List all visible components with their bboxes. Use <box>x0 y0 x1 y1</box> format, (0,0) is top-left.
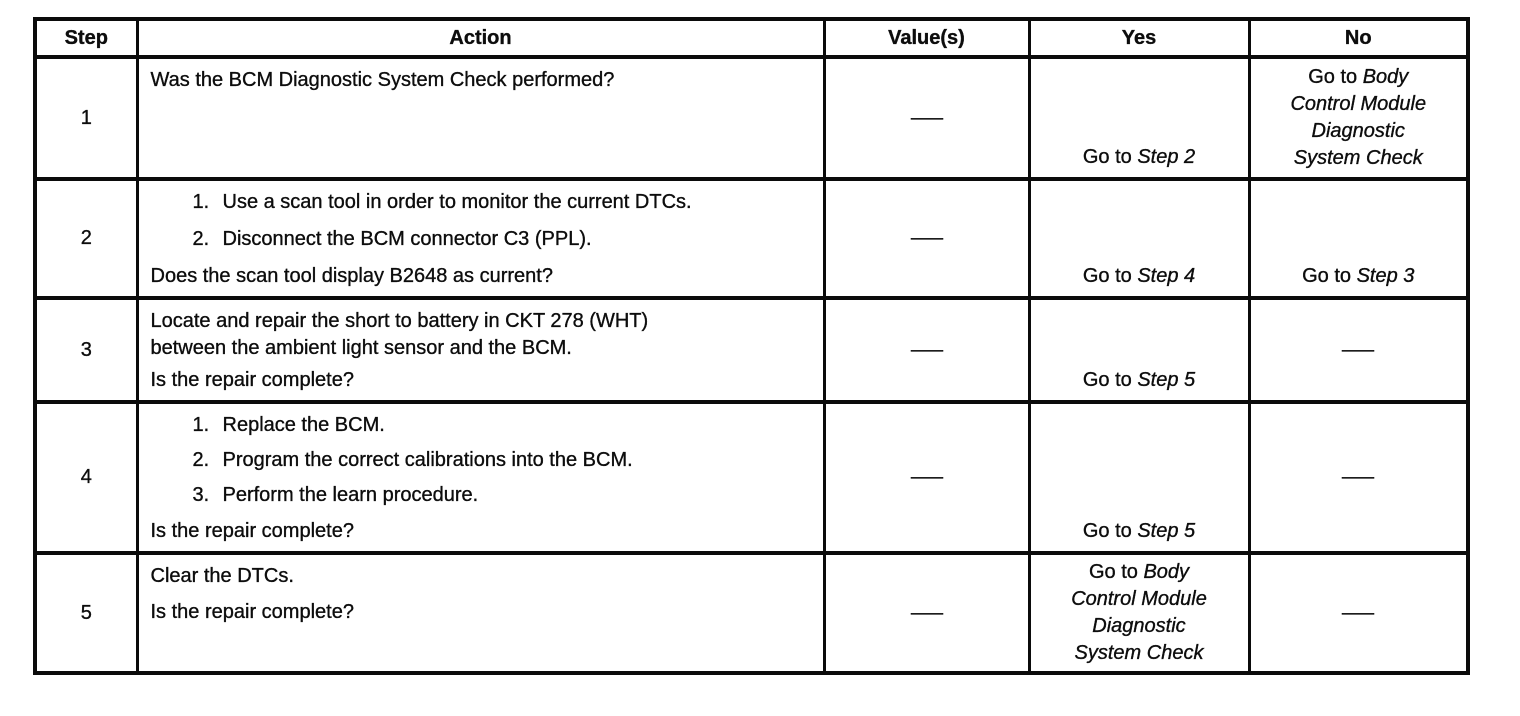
value-cell: — <box>822 177 1031 300</box>
action-cell: Was the BCM Diagnostic System Check perf… <box>135 55 826 181</box>
col-header-yes: Yes <box>1027 17 1251 59</box>
action-question: Is the repair complete? <box>150 520 354 542</box>
action-list-item: 1.Replace the BCM. <box>192 414 385 436</box>
action-cell: Clear the DTCs. Is the repair complete? <box>135 551 826 675</box>
action-text: Clear the DTCs. <box>150 565 294 587</box>
col-header-step: Step <box>33 17 139 59</box>
action-text: Locate and repair the short to battery i… <box>150 310 649 359</box>
yes-cell: Go to Step 5 <box>1027 296 1251 404</box>
value-cell: — <box>822 400 1031 555</box>
action-list-item: 3.Perform the learn procedure. <box>192 484 479 506</box>
table-row: 3 Locate and repair the short to battery… <box>33 296 1470 404</box>
action-question: Does the scan tool display B2648 as curr… <box>150 265 553 287</box>
no-cell: — <box>1247 296 1470 404</box>
goto-text: Go to Body Control Module Diagnostic Sys… <box>1071 561 1207 664</box>
header-row: Step Action Value(s) Yes No <box>33 17 1470 59</box>
step-number: 4 <box>33 400 139 555</box>
goto-text: Go to Step 2 <box>1082 146 1196 168</box>
em-dash: — <box>1342 466 1375 488</box>
no-cell: — <box>1247 551 1470 675</box>
yes-cell: Go to Body Control Module Diagnostic Sys… <box>1027 551 1251 675</box>
action-text: Was the BCM Diagnostic System Check perf… <box>150 69 615 91</box>
col-header-no: No <box>1247 17 1470 59</box>
em-dash: — <box>1342 338 1375 361</box>
yes-cell: Go to Step 5 <box>1027 400 1251 555</box>
action-list-item: 1.Use a scan tool in order to monitor th… <box>192 191 692 213</box>
yes-cell: Go to Step 4 <box>1027 177 1251 300</box>
col-header-values: Value(s) <box>822 17 1031 59</box>
step-number: 1 <box>33 55 139 181</box>
action-question: Is the repair complete? <box>150 601 354 623</box>
action-list-item: 2.Disconnect the BCM connector C3 (PPL). <box>192 228 592 250</box>
value-cell: — <box>822 296 1031 404</box>
value-cell: — <box>822 55 1031 181</box>
action-list-item: 2.Program the correct calibrations into … <box>192 449 633 471</box>
em-dash: — <box>910 466 943 488</box>
no-cell: — <box>1247 400 1470 555</box>
step-number: 2 <box>33 177 139 300</box>
col-header-action: Action <box>135 17 826 59</box>
no-cell: Go to Body Control Module Diagnostic Sys… <box>1247 55 1470 181</box>
yes-cell: Go to Step 2 <box>1027 55 1251 181</box>
table-row: 4 1.Replace the BCM. 2.Program the corre… <box>33 400 1470 555</box>
goto-text: Go to Body Control Module Diagnostic Sys… <box>1290 66 1427 169</box>
table-row: 5 Clear the DTCs. Is the repair complete… <box>33 551 1470 675</box>
diagnostic-steps-table: Step Action Value(s) Yes No 1 Was the BC… <box>33 17 1470 675</box>
action-question: Is the repair complete? <box>150 369 354 391</box>
table-row: 1 Was the BCM Diagnostic System Check pe… <box>33 55 1470 181</box>
value-cell: — <box>822 551 1031 675</box>
action-cell: 1.Use a scan tool in order to monitor th… <box>135 177 826 300</box>
no-cell: Go to Step 3 <box>1247 177 1470 300</box>
step-number: 3 <box>33 296 139 404</box>
em-dash: — <box>910 338 943 361</box>
em-dash: — <box>910 601 943 624</box>
table-row: 2 1.Use a scan tool in order to monitor … <box>33 177 1470 300</box>
em-dash: — <box>910 106 943 129</box>
action-cell: 1.Replace the BCM. 2.Program the correct… <box>135 400 826 555</box>
goto-text: Go to Step 3 <box>1302 265 1415 287</box>
action-cell: Locate and repair the short to battery i… <box>135 296 826 404</box>
goto-text: Go to Step 5 <box>1082 520 1196 542</box>
em-dash: — <box>910 227 943 249</box>
step-number: 5 <box>33 551 139 675</box>
goto-text: Go to Step 5 <box>1082 369 1196 391</box>
goto-text: Go to Step 4 <box>1082 265 1196 287</box>
em-dash: — <box>1342 601 1375 624</box>
